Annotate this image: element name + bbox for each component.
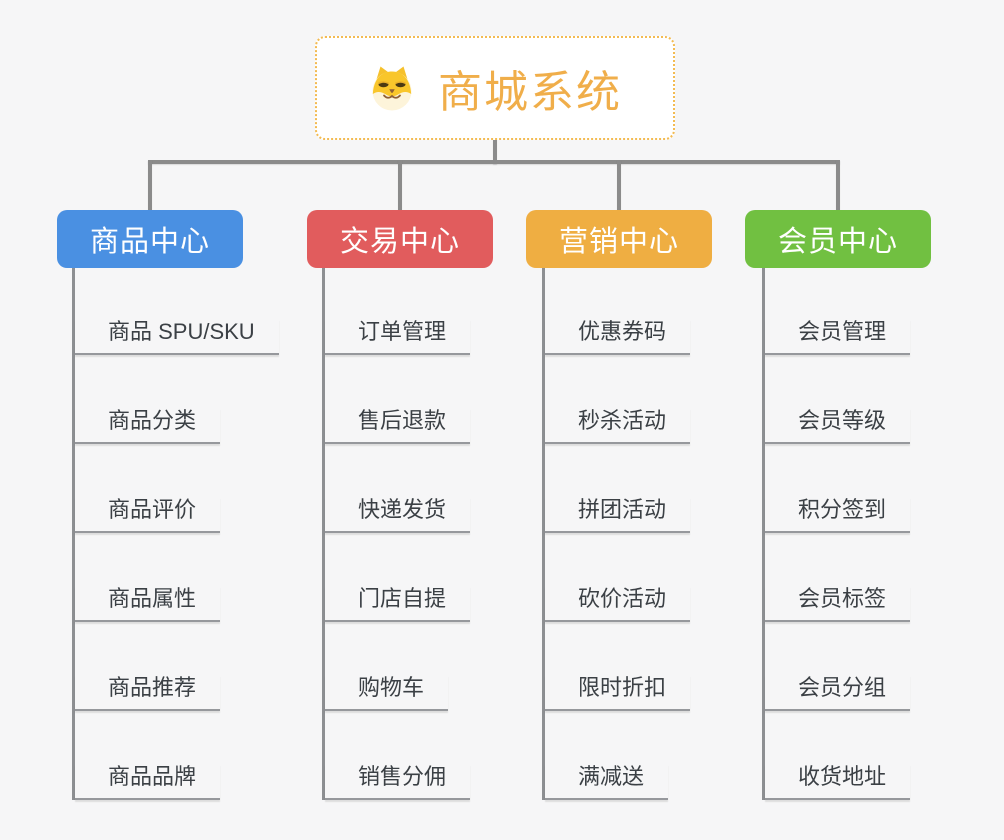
subtopic[interactable]: 会员分组 bbox=[765, 675, 911, 711]
subtopic[interactable]: 商品品牌 bbox=[75, 764, 221, 800]
subtopic[interactable]: 会员管理 bbox=[765, 319, 911, 355]
branch-node-marketing-center[interactable]: 营销中心 bbox=[526, 210, 712, 268]
subtopic[interactable]: 门店自提 bbox=[325, 586, 471, 622]
root-topic[interactable]: 商城系统 bbox=[315, 36, 675, 140]
subtopic[interactable]: 商品分类 bbox=[75, 408, 221, 444]
connector-horizontal bbox=[148, 160, 840, 164]
subtopic[interactable]: 销售分佣 bbox=[325, 764, 471, 800]
connector-drop-goods bbox=[148, 160, 152, 212]
subtopic[interactable]: 商品属性 bbox=[75, 586, 221, 622]
connector-drop-marketing bbox=[617, 160, 621, 212]
branch-children-member: 会员管理 会员等级 积分签到 会员标签 会员分组 收货地址 bbox=[762, 268, 985, 800]
subtopic[interactable]: 购物车 bbox=[325, 675, 449, 711]
subtopic[interactable]: 优惠券码 bbox=[545, 319, 691, 355]
branch-node-trade-center[interactable]: 交易中心 bbox=[307, 210, 493, 268]
connector-root-stub bbox=[493, 138, 497, 164]
subtopic[interactable]: 快递发货 bbox=[325, 497, 471, 533]
subtopic[interactable]: 商品评价 bbox=[75, 497, 221, 533]
subtopic[interactable]: 售后退款 bbox=[325, 408, 471, 444]
connector-drop-member bbox=[836, 160, 840, 212]
branch-node-member-center[interactable]: 会员中心 bbox=[745, 210, 931, 268]
subtopic[interactable]: 限时折扣 bbox=[545, 675, 691, 711]
subtopic[interactable]: 秒杀活动 bbox=[545, 408, 691, 444]
dog-face-icon bbox=[372, 66, 412, 111]
subtopic[interactable]: 商品 SPU/SKU bbox=[75, 319, 279, 355]
subtopic[interactable]: 订单管理 bbox=[325, 319, 471, 355]
root-topic-label: 商城系统 bbox=[438, 68, 622, 117]
branch-children-goods: 商品 SPU/SKU 商品分类 商品评价 商品属性 商品推荐 商品品牌 bbox=[72, 268, 295, 800]
subtopic[interactable]: 拼团活动 bbox=[545, 497, 691, 533]
branch-node-goods-center[interactable]: 商品中心 bbox=[57, 210, 243, 268]
subtopic[interactable]: 砍价活动 bbox=[545, 586, 691, 622]
subtopic[interactable]: 商品推荐 bbox=[75, 675, 221, 711]
subtopic[interactable]: 积分签到 bbox=[765, 497, 911, 533]
connector-drop-trade bbox=[398, 160, 402, 212]
subtopic[interactable]: 满减送 bbox=[545, 764, 669, 800]
branch-children-trade: 订单管理 售后退款 快递发货 门店自提 购物车 销售分佣 bbox=[322, 268, 545, 800]
subtopic[interactable]: 会员等级 bbox=[765, 408, 911, 444]
subtopic[interactable]: 会员标签 bbox=[765, 586, 911, 622]
branch-children-marketing: 优惠券码 秒杀活动 拼团活动 砍价活动 限时折扣 满减送 bbox=[542, 268, 765, 800]
subtopic[interactable]: 收货地址 bbox=[765, 764, 911, 800]
